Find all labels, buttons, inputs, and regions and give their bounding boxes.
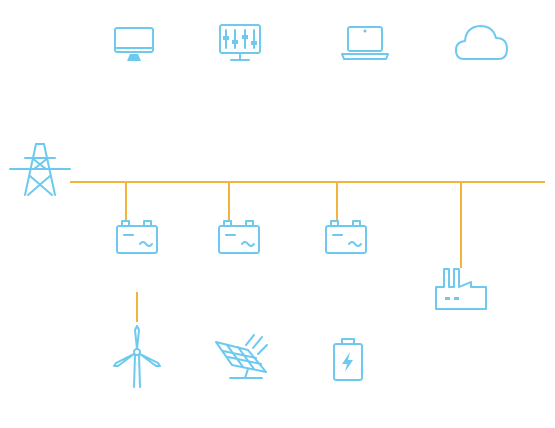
wind-turbine-icon <box>113 325 161 388</box>
control-panel-icon <box>219 24 261 61</box>
power-tower-icon <box>9 143 71 196</box>
battery-inverter-icon <box>116 220 158 254</box>
solar-panel-icon <box>215 334 268 379</box>
connection-lines <box>70 181 545 322</box>
battery-inverter-icon <box>218 220 260 254</box>
battery-charge-icon <box>333 338 363 381</box>
factory-icon <box>435 268 487 310</box>
cloud-icon <box>455 25 508 60</box>
monitor-icon <box>114 27 154 61</box>
laptop-icon <box>341 26 389 60</box>
battery-inverter-icon <box>325 220 367 254</box>
